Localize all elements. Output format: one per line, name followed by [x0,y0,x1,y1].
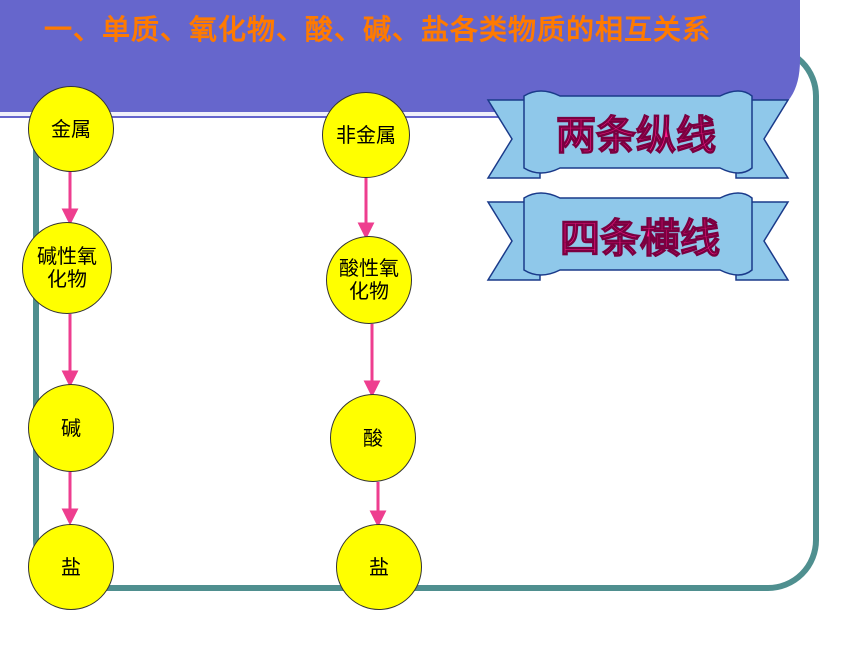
ribbon-1: 两条纵线 [486,90,790,179]
node-acid: 酸 [330,394,416,482]
ribbon-2: 四条横线 [486,192,790,281]
node-salt-left: 盐 [28,524,114,610]
node-salt-right: 盐 [336,524,422,610]
node-nonmetal: 非金属 [322,92,410,178]
node-base: 碱 [28,384,114,472]
node-acidic-oxide: 酸性氧化物 [326,236,412,324]
ribbon-label: 两条纵线 [556,113,716,159]
content-frame [33,45,819,591]
page-title: 一、单质、氧化物、酸、碱、盐各类物质的相互关系 [44,13,712,46]
ribbon-label: 四条横线 [560,216,720,262]
node-basic-oxide: 碱性氧化物 [22,222,112,314]
node-metal: 金属 [28,86,114,172]
